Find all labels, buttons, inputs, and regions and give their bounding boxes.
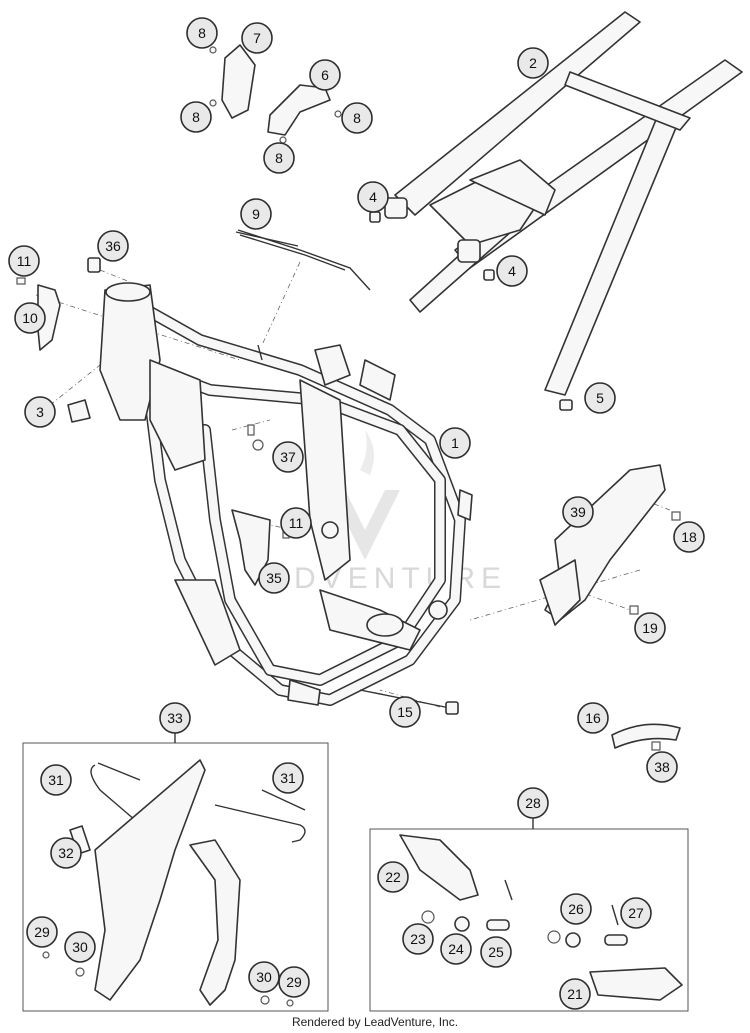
callout-9: 9 [240,198,272,230]
svg-text:10: 10 [22,310,38,326]
callout-32: 32 [50,837,82,869]
svg-text:39: 39 [570,504,586,520]
footer-credit: Rendered by LeadVenture, Inc. [291,1015,459,1029]
svg-text:35: 35 [266,570,282,586]
svg-text:29: 29 [286,974,302,990]
svg-text:29: 29 [34,924,50,940]
svg-text:11: 11 [289,515,304,531]
callout-39: 39 [562,496,594,528]
svg-text:19: 19 [642,620,658,636]
engine-brackets [209,44,342,144]
svg-text:27: 27 [628,905,644,921]
svg-text:8: 8 [353,110,361,126]
svg-text:23: 23 [410,931,426,947]
callout-18: 18 [673,521,705,553]
callout-26: 26 [560,893,592,925]
callout-16: 16 [577,702,609,734]
callout-8c: 8 [263,142,295,174]
svg-text:7: 7 [253,30,261,46]
small-parts-left [16,257,101,423]
footpeg-kit [369,817,689,1012]
callout-19: 19 [634,612,666,644]
svg-text:4: 4 [508,263,516,279]
svg-text:16: 16 [585,710,601,726]
svg-text:3: 3 [36,404,44,420]
svg-text:22: 22 [385,869,401,885]
svg-text:25: 25 [488,944,504,960]
callout-36: 36 [97,230,129,262]
svg-text:26: 26 [568,901,584,917]
wiring-harness [235,229,371,361]
svg-text:36: 36 [105,238,121,254]
svg-text:38: 38 [654,759,670,775]
svg-text:8: 8 [275,150,283,166]
small-parts-center [231,424,290,586]
svg-text:21: 21 [567,986,583,1002]
callout-23: 23 [402,923,434,955]
svg-text:37: 37 [280,449,296,465]
callout-22: 22 [377,861,409,893]
callout-28: 28 [517,787,549,819]
callout-30a: 30 [64,931,96,963]
callout-3: 3 [24,396,56,428]
svg-text:6: 6 [321,67,329,83]
callout-33: 33 [159,702,191,734]
callouts: 1 2 3 4 4 5 6 7 8 8 8 8 9 10 11 11 15 16… [8,17,705,1010]
svg-text:1: 1 [451,435,459,451]
svg-text:9: 9 [252,206,260,222]
callout-27: 27 [620,897,652,929]
slider-part [611,723,681,751]
main-frame [99,282,473,706]
callout-4b: 4 [496,255,528,287]
svg-text:32: 32 [58,845,74,861]
svg-text:4: 4 [369,189,377,205]
callout-2: 2 [517,47,549,79]
callout-38: 38 [646,751,678,783]
callout-8d: 8 [341,102,373,134]
callout-8a: 8 [186,17,218,49]
svg-text:24: 24 [448,941,464,957]
callout-37: 37 [272,441,304,473]
callout-5: 5 [584,382,616,414]
callout-4a: 4 [357,181,389,213]
callout-11a: 11 [8,245,40,277]
callout-29b: 29 [278,966,310,998]
svg-text:8: 8 [192,109,200,125]
svg-text:33: 33 [167,710,183,726]
callout-30b: 30 [248,961,280,993]
callout-11b: 11 [280,507,312,539]
svg-text:8: 8 [198,25,206,41]
svg-text:31: 31 [280,770,296,786]
subframe [384,11,743,396]
svg-text:18: 18 [681,529,697,545]
callout-1: 1 [439,427,471,459]
callout-31b: 31 [272,762,304,794]
callout-15: 15 [389,696,421,728]
callout-24: 24 [440,933,472,965]
frame-protector-kit [22,730,329,1012]
callout-29a: 29 [26,916,58,948]
svg-text:15: 15 [397,704,413,720]
callout-25: 25 [480,936,512,968]
callout-35: 35 [258,562,290,594]
callout-31a: 31 [40,764,72,796]
callout-10: 10 [14,302,46,334]
svg-text:11: 11 [17,253,32,269]
callout-6: 6 [309,59,341,91]
callout-8b: 8 [180,101,212,133]
svg-text:28: 28 [525,795,541,811]
callout-7: 7 [241,22,273,54]
svg-text:30: 30 [72,939,88,955]
svg-text:2: 2 [529,55,537,71]
svg-text:31: 31 [48,772,64,788]
callout-21: 21 [559,978,591,1010]
chain-guide [539,464,681,626]
svg-text:30: 30 [256,969,272,985]
watermark-text: ADVENTURE [268,562,507,595]
svg-text:5: 5 [596,390,604,406]
